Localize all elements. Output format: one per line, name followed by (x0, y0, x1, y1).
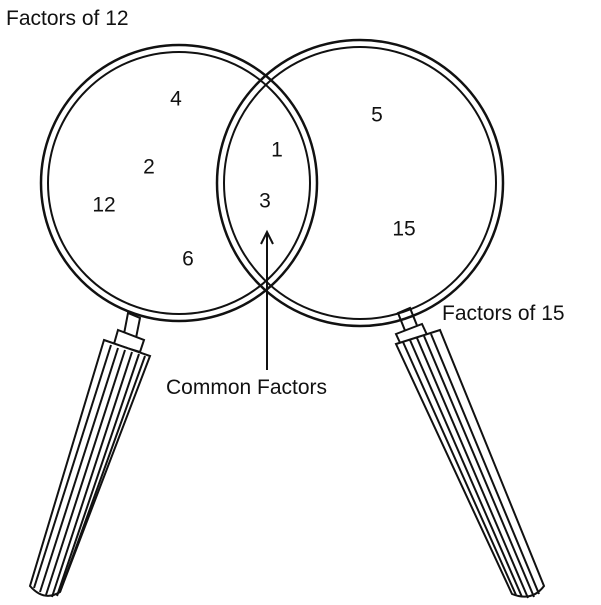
left-factor-2: 2 (143, 155, 155, 179)
left-factor-12: 12 (92, 193, 116, 217)
left-factor-4: 4 (170, 87, 182, 111)
factors-of-12-label: Factors of 12 (6, 7, 129, 30)
common-factors-label: Common Factors (166, 376, 328, 399)
common-factor-1: 1 (271, 138, 283, 162)
left-lens (39, 43, 319, 323)
right-factor-15: 15 (392, 217, 416, 241)
common-factors-arrow (260, 229, 274, 370)
left-handle (28, 311, 152, 598)
right-factor-5: 5 (371, 103, 383, 127)
left-factor-6: 6 (182, 247, 194, 271)
factors-of-15-label: Factors of 15 (442, 302, 565, 325)
right-handle (394, 306, 546, 599)
common-factor-3: 3 (259, 189, 271, 213)
right-lens (215, 38, 505, 328)
